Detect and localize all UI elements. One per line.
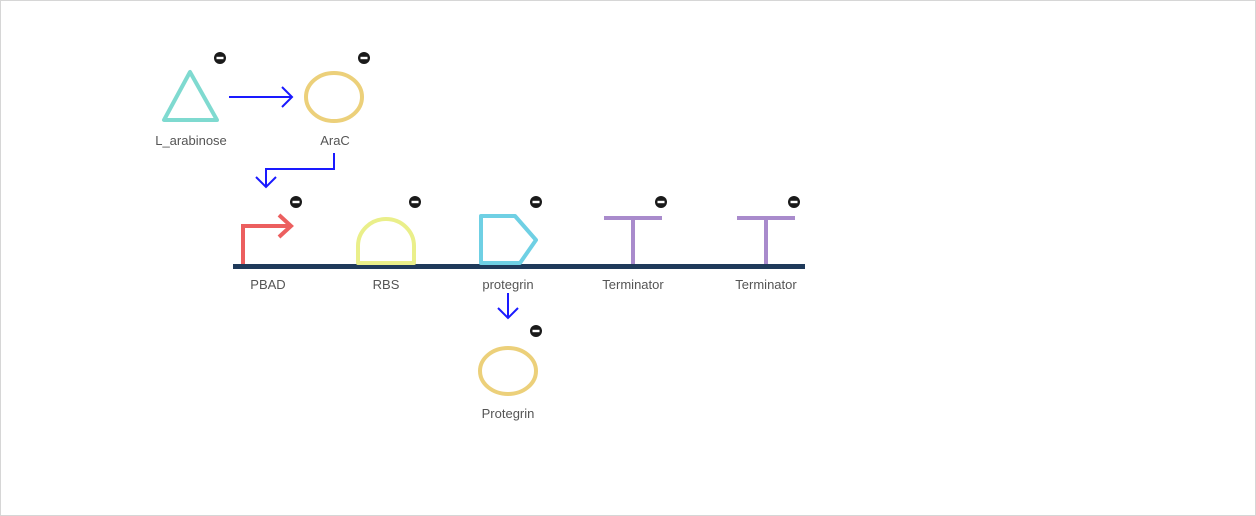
remove-terminator-1-button[interactable] [655, 196, 667, 208]
remove-arac-button[interactable] [358, 52, 370, 64]
small-molecule-triangle-icon[interactable] [162, 70, 219, 122]
protegrin-protein-label: Protegrin [481, 406, 535, 421]
remove-pbad-button[interactable] [290, 196, 302, 208]
interaction-arrow-arac-to-pbad [255, 153, 335, 189]
protein-circle-icon[interactable] [304, 71, 364, 123]
rbs-half-circle-icon[interactable] [356, 217, 416, 265]
pbad-label: PBAD [250, 277, 286, 292]
l-arabinose-label: L_arabinose [155, 133, 227, 148]
protein-circle-icon[interactable] [478, 346, 538, 396]
cds-pentagon-icon[interactable] [479, 214, 538, 265]
remove-rbs-button[interactable] [409, 196, 421, 208]
terminator-2-label: Terminator [735, 277, 797, 292]
interaction-arrow-protegrin-to-protein [497, 293, 519, 320]
interaction-arrow-l-arabinose-to-arac [229, 86, 294, 108]
terminator-t-icon[interactable] [737, 216, 795, 264]
remove-protegrin-cds-button[interactable] [530, 196, 542, 208]
rbs-label: RBS [372, 277, 400, 292]
remove-l-arabinose-button[interactable] [214, 52, 226, 64]
arac-label: AraC [320, 133, 350, 148]
protegrin-cds-label: protegrin [482, 277, 534, 292]
promoter-arrow-icon[interactable] [241, 213, 294, 264]
terminator-t-icon[interactable] [604, 216, 662, 264]
remove-terminator-2-button[interactable] [788, 196, 800, 208]
remove-protegrin-protein-button[interactable] [530, 325, 542, 337]
terminator-1-label: Terminator [602, 277, 664, 292]
